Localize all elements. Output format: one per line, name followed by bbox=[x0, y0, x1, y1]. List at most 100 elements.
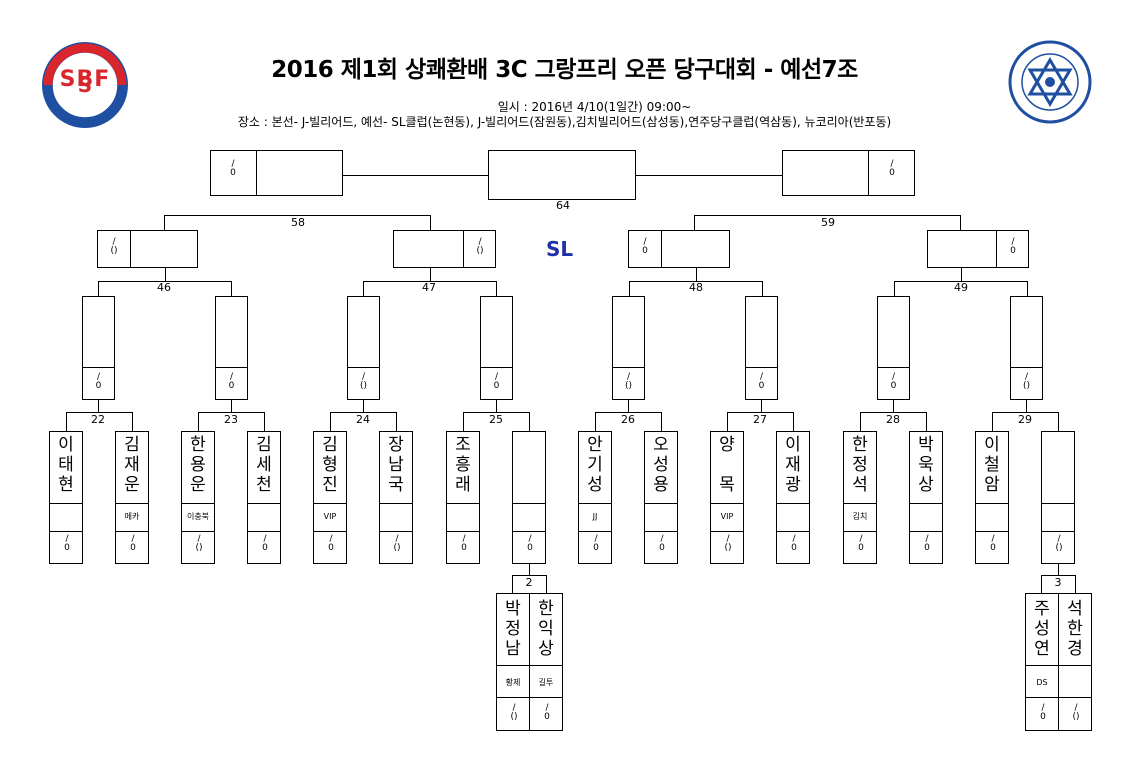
bracket-line bbox=[130, 230, 131, 268]
bracket-line bbox=[49, 531, 83, 532]
bracket-line bbox=[98, 400, 99, 413]
bracket-line bbox=[996, 230, 997, 268]
score: / 0 bbox=[890, 372, 897, 391]
player-name: 조 흥 래 bbox=[455, 435, 471, 495]
bracket-line bbox=[165, 268, 166, 282]
bracket-line bbox=[1010, 367, 1043, 368]
round3-slot bbox=[1010, 296, 1043, 400]
bracket-line bbox=[529, 697, 563, 698]
bracket-line bbox=[512, 575, 547, 576]
score: / 0 bbox=[642, 237, 648, 256]
bracket-line bbox=[694, 215, 695, 231]
bracket-line bbox=[868, 150, 869, 196]
player-card: / 0 bbox=[512, 431, 546, 564]
player-card: / () bbox=[1041, 431, 1075, 564]
player-club: DS bbox=[1036, 678, 1048, 687]
bracket-line bbox=[894, 281, 895, 297]
bracket-line bbox=[164, 215, 431, 216]
match-number: 48 bbox=[689, 281, 703, 294]
player-card: 이 철 암 / 0 bbox=[975, 431, 1009, 564]
bracket-line bbox=[710, 531, 744, 532]
sbf-abbr: SBF bbox=[59, 67, 111, 92]
bracket-line bbox=[992, 412, 993, 432]
player-name: 한 용 운 bbox=[190, 435, 206, 495]
bracket-line bbox=[512, 575, 513, 594]
player-name: 박 욱 상 bbox=[918, 435, 934, 495]
score: / () bbox=[1022, 372, 1031, 391]
qualifier-card: 주 성 연 DS / 0 bbox=[1025, 593, 1059, 731]
player-card: 김 세 천/ 0 bbox=[247, 431, 281, 564]
player-name: 이 철 암 bbox=[984, 435, 1000, 495]
bracket-line bbox=[1041, 531, 1075, 532]
bracket-line bbox=[115, 503, 149, 504]
sbf-logo: S SBF bbox=[40, 40, 130, 130]
match-number: 46 bbox=[157, 281, 171, 294]
bracket-line bbox=[1058, 412, 1059, 432]
bracket-line bbox=[612, 367, 645, 368]
bracket-line bbox=[330, 412, 331, 432]
score: / 0 bbox=[889, 159, 895, 178]
bracket-line bbox=[909, 503, 943, 504]
bracket-line bbox=[198, 412, 265, 413]
bracket-line bbox=[198, 412, 199, 432]
bracket-line bbox=[578, 503, 612, 504]
player-club: 이충북 bbox=[186, 512, 210, 521]
score: / 0 bbox=[1040, 703, 1046, 722]
round3-slot bbox=[347, 296, 380, 400]
match-number: 47 bbox=[422, 281, 436, 294]
bracket-line bbox=[595, 412, 662, 413]
bracket-line bbox=[379, 531, 413, 532]
match-number: 59 bbox=[821, 216, 835, 229]
bracket-line bbox=[115, 531, 149, 532]
player-club: VIP bbox=[720, 512, 734, 521]
player-name: 김 재 운 bbox=[124, 435, 140, 495]
match-number: 24 bbox=[356, 413, 370, 426]
score: / () bbox=[359, 372, 368, 391]
semi-slot bbox=[393, 230, 496, 268]
bracket-line bbox=[264, 412, 265, 432]
bracket-line bbox=[860, 412, 927, 413]
score: / 0 bbox=[659, 534, 665, 553]
bracket-line bbox=[975, 531, 1009, 532]
semi-slot bbox=[927, 230, 1029, 268]
score: / 0 bbox=[95, 372, 102, 391]
match-number: 29 bbox=[1018, 413, 1032, 426]
bracket-line bbox=[347, 367, 380, 368]
player-club: 메카 bbox=[124, 512, 140, 521]
score: / 0 bbox=[64, 534, 70, 553]
score: / 0 bbox=[461, 534, 467, 553]
score: / 0 bbox=[262, 534, 268, 553]
bracket-line bbox=[893, 400, 894, 413]
bracket-line bbox=[132, 412, 133, 432]
player-club: 길투 bbox=[538, 678, 554, 687]
svg-text:S: S bbox=[78, 73, 92, 97]
bracket-line bbox=[512, 531, 546, 532]
match-number: 27 bbox=[753, 413, 767, 426]
bracket-line bbox=[926, 412, 927, 432]
score: / 0 bbox=[1010, 237, 1016, 256]
bracket-line bbox=[727, 412, 794, 413]
bracket-line bbox=[1041, 575, 1042, 594]
player-name: 주 성 연 bbox=[1034, 599, 1050, 659]
bracket-line bbox=[992, 412, 1059, 413]
score: / 0 bbox=[990, 534, 996, 553]
match-number: 64 bbox=[556, 199, 570, 212]
player-name: 안 기 성 bbox=[587, 435, 603, 495]
player-name: 오 성 용 bbox=[653, 435, 669, 495]
bracket-line bbox=[496, 697, 530, 698]
round3-slot bbox=[82, 296, 115, 400]
bracket-line bbox=[446, 531, 480, 532]
bracket-line bbox=[363, 400, 364, 413]
player-name: 한 익 상 bbox=[538, 599, 554, 659]
bracket-line bbox=[1026, 400, 1027, 413]
bracket-line bbox=[164, 215, 165, 231]
bracket-line bbox=[82, 367, 115, 368]
player-club: 황제 bbox=[505, 678, 521, 687]
bracket-line bbox=[629, 281, 630, 297]
venue: 장소 : 본선- J-빌리어드, 예선- SL클럽(논현동), J-빌리어드(잠… bbox=[237, 115, 892, 129]
round3-slot bbox=[745, 296, 778, 400]
